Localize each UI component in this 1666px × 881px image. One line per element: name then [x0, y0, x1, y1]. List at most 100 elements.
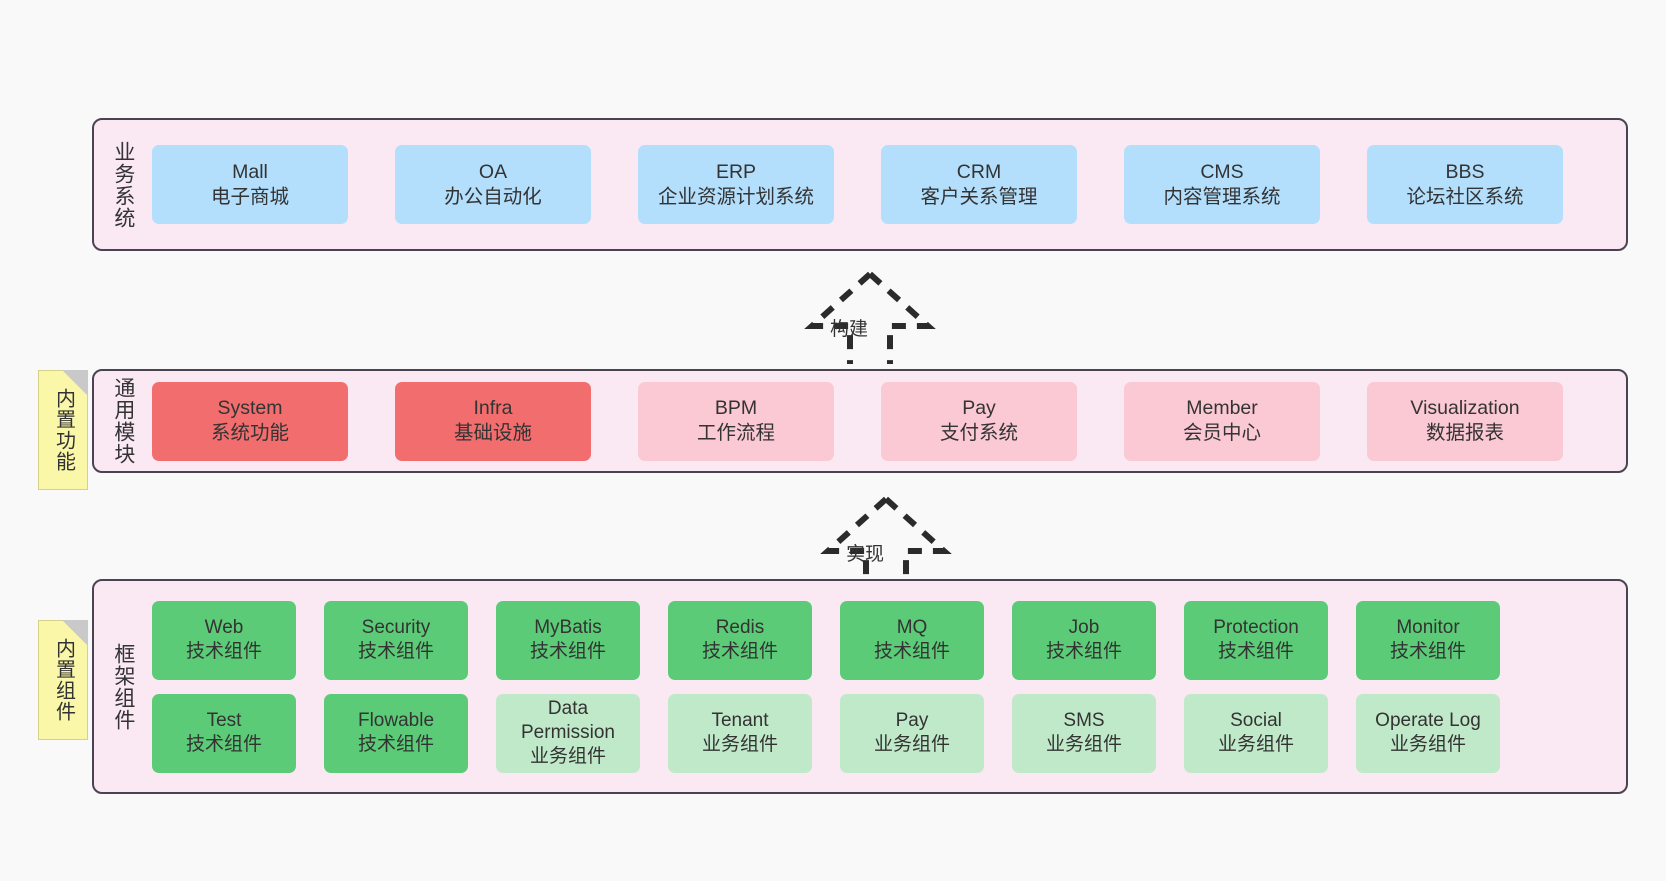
cell-tenant[interactable]: Tenant 业务组件	[668, 693, 812, 773]
cell-title: ERP	[715, 160, 757, 183]
cell-subtitle: 业务组件	[1045, 734, 1122, 755]
cell-pay[interactable]: Pay 支付系统	[881, 381, 1077, 461]
cell-bpm[interactable]: BPM 工作流程	[638, 381, 834, 461]
cell-subtitle: 办公自动化	[444, 185, 542, 208]
cell-mybatis[interactable]: MyBatis 技术组件	[496, 600, 640, 680]
cell-row: System 系统功能 Infra 基础设施 BPM 工作流程 Pay 支付系统…	[152, 381, 1614, 461]
cell-row: Web 技术组件 Security 技术组件 MyBatis 技术组件 Redi…	[152, 600, 1614, 680]
cell-monitor[interactable]: Monitor 技术组件	[1356, 600, 1500, 680]
connector-build-label: 构建	[830, 319, 869, 340]
cell-subtitle: 电子商城	[210, 185, 289, 208]
cell-protection[interactable]: Protection 技术组件	[1184, 600, 1328, 680]
cell-title: BPM	[714, 397, 758, 420]
cell-title: Infra	[473, 397, 513, 420]
cell-test[interactable]: Test 技术组件	[152, 693, 296, 773]
cell-subtitle: 论坛社区系统	[1406, 185, 1524, 208]
cell-subtitle: 支付系统	[939, 422, 1018, 444]
cell-redis[interactable]: Redis 技术组件	[668, 600, 812, 680]
cell-subtitle: 内容管理系统	[1163, 185, 1281, 208]
cell-title: Tenant	[711, 709, 769, 731]
cell-row: Mall 电子商城 OA 办公自动化 ERP 企业资源计划系统 CRM 客户关系…	[152, 145, 1614, 224]
cell-title: Pay	[962, 397, 996, 420]
cell-flowable[interactable]: Flowable 技术组件	[324, 693, 468, 773]
cell-pay-business[interactable]: Pay 业务组件	[840, 693, 984, 773]
note-builtin-functions: 内置功能	[38, 370, 88, 490]
generalization-arrow-icon	[820, 496, 952, 589]
note-label: 内置组件	[52, 638, 75, 722]
cell-erp[interactable]: ERP 企业资源计划系统	[638, 145, 834, 224]
layer-framework-components: 框架组件 Web 技术组件 Security 技术组件 MyBatis 技术组件…	[92, 579, 1628, 794]
cell-title: Social	[1230, 709, 1282, 731]
cell-subtitle: 业务组件	[1389, 734, 1466, 755]
cell-title: Visualization	[1410, 397, 1520, 420]
layer-general-modules-title: 通用模块	[111, 377, 135, 465]
cell-subtitle: 技术组件	[1045, 641, 1122, 662]
cell-web[interactable]: Web 技术组件	[152, 600, 296, 680]
cell-subtitle: 数据报表	[1425, 422, 1504, 444]
cell-security[interactable]: Security 技术组件	[324, 600, 468, 680]
note-fold-icon	[62, 370, 88, 396]
cell-subtitle: 业务组件	[873, 734, 950, 755]
cell-title: Operate Log	[1375, 709, 1481, 731]
cell-data-permission[interactable]: Data Permission 业务组件	[496, 693, 640, 773]
cell-row: Test 技术组件 Flowable 技术组件 Data Permission …	[152, 693, 1614, 773]
cell-title: Job	[1068, 616, 1100, 638]
connector-implement-label: 实现	[846, 544, 885, 565]
cell-subtitle: 技术组件	[357, 734, 434, 755]
cell-title: Member	[1186, 397, 1258, 420]
cell-title: CRM	[956, 160, 1002, 183]
cell-title: System	[217, 397, 283, 420]
cell-title: MyBatis	[534, 616, 602, 638]
cell-mq[interactable]: MQ 技术组件	[840, 600, 984, 680]
note-builtin-components: 内置组件	[38, 620, 88, 740]
layer-business-systems-title: 业务系统	[111, 140, 135, 229]
cell-subtitle: 技术组件	[1217, 641, 1294, 662]
cell-subtitle: 业务组件	[529, 746, 606, 768]
cell-system[interactable]: System 系统功能	[152, 381, 348, 461]
cell-subtitle: 技术组件	[529, 641, 606, 662]
layer-general-modules: 通用模块 System 系统功能 Infra 基础设施 BPM 工作流程 Pay…	[92, 369, 1628, 473]
cell-subtitle: 系统功能	[210, 422, 289, 444]
cell-sms[interactable]: SMS 业务组件	[1012, 693, 1156, 773]
cell-subtitle: 技术组件	[701, 641, 778, 662]
cell-title: SMS	[1063, 709, 1105, 731]
cell-title: CMS	[1200, 160, 1244, 183]
generalization-arrow-icon	[804, 271, 936, 364]
cell-subtitle: 工作流程	[696, 422, 775, 444]
cell-title: Pay	[895, 709, 929, 731]
cell-bbs[interactable]: BBS 论坛社区系统	[1367, 145, 1563, 224]
cell-subtitle: 业务组件	[701, 734, 778, 755]
note-fold-icon	[62, 620, 88, 646]
note-label: 内置功能	[52, 388, 75, 472]
layer-framework-components-body: Web 技术组件 Security 技术组件 MyBatis 技术组件 Redi…	[140, 591, 1614, 782]
cell-subtitle: 技术组件	[357, 641, 434, 662]
cell-oa[interactable]: OA 办公自动化	[395, 145, 591, 224]
cell-subtitle: 客户关系管理	[920, 185, 1038, 208]
cell-member[interactable]: Member 会员中心	[1124, 381, 1320, 461]
connector-implement: 实现	[812, 493, 960, 591]
layer-framework-components-title: 框架组件	[111, 642, 135, 731]
cell-title: Redis	[715, 616, 765, 638]
cell-social[interactable]: Social 业务组件	[1184, 693, 1328, 773]
cell-cms[interactable]: CMS 内容管理系统	[1124, 145, 1320, 224]
cell-subtitle: 基础设施	[453, 422, 532, 444]
cell-title: BBS	[1445, 160, 1485, 183]
cell-mall[interactable]: Mall 电子商城	[152, 145, 348, 224]
cell-subtitle: 技术组件	[185, 734, 262, 755]
cell-subtitle: 会员中心	[1182, 422, 1261, 444]
cell-subtitle: 技术组件	[1389, 641, 1466, 662]
layer-business-systems-body: Mall 电子商城 OA 办公自动化 ERP 企业资源计划系统 CRM 客户关系…	[140, 130, 1614, 239]
cell-title: Monitor	[1396, 616, 1460, 638]
cell-job[interactable]: Job 技术组件	[1012, 600, 1156, 680]
cell-visualization[interactable]: Visualization 数据报表	[1367, 381, 1563, 461]
cell-infra[interactable]: Infra 基础设施	[395, 381, 591, 461]
cell-title: OA	[478, 160, 508, 183]
layer-general-modules-body: System 系统功能 Infra 基础设施 BPM 工作流程 Pay 支付系统…	[140, 381, 1614, 461]
cell-title: Mall	[232, 160, 268, 183]
cell-operate-log[interactable]: Operate Log 业务组件	[1356, 693, 1500, 773]
cell-subtitle: 企业资源计划系统	[657, 185, 814, 208]
cell-title: MQ	[896, 616, 928, 638]
cell-crm[interactable]: CRM 客户关系管理	[881, 145, 1077, 224]
cell-title: Data Permission	[521, 697, 615, 743]
